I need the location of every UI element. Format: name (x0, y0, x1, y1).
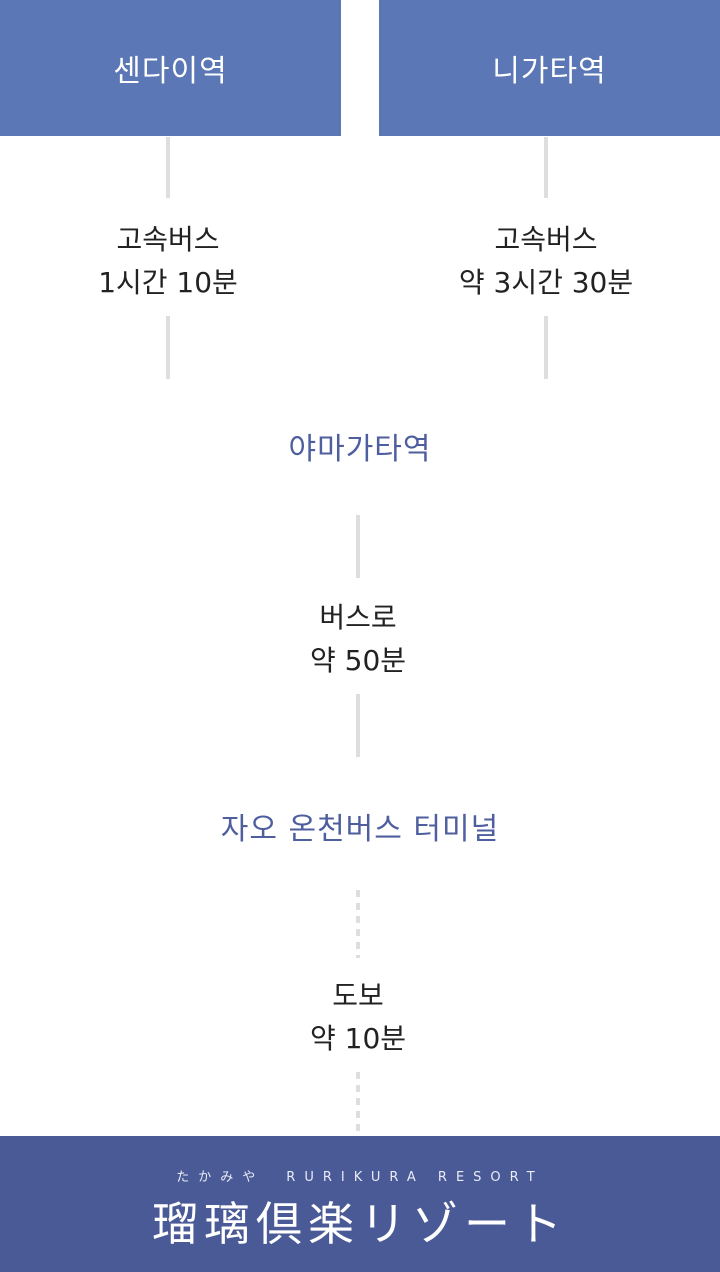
leg-walk-time: 약 10분 (309, 1022, 407, 1055)
connector-walk-top-dashed (356, 890, 360, 958)
leg-left-time: 1시간 10분 (98, 266, 238, 299)
footer-brand: たかみや RURIKURA RESORT 瑠璃倶楽リゾート (0, 1136, 720, 1272)
origin-sendai-label: 센다이역 (113, 54, 228, 89)
leg-right-mode: 고속버스 (494, 223, 598, 256)
leg-walk: 도보 약 10분 (208, 974, 508, 1060)
leg-bus-time: 약 50분 (309, 644, 407, 677)
connector-bus-top (356, 515, 360, 578)
leg-bus-mode: 버스로 (319, 601, 397, 634)
station-yamagata: 야마가타역 (288, 432, 432, 467)
origin-niigata-label: 니가타역 (492, 54, 607, 89)
connector-walk-bottom-dashed (356, 1072, 360, 1136)
leg-left: 고속버스 1시간 10분 (18, 218, 318, 304)
leg-left-mode: 고속버스 (116, 223, 220, 256)
connector-right-top (544, 137, 548, 198)
origin-sendai-station: 센다이역 (0, 0, 341, 136)
connector-left-bottom (166, 316, 170, 379)
leg-walk-mode: 도보 (332, 979, 384, 1012)
connector-bus-bottom (356, 694, 360, 757)
leg-right: 고속버스 약 3시간 30분 (396, 218, 696, 304)
leg-bus: 버스로 약 50분 (208, 596, 508, 682)
footer-logo: 瑠璃倶楽リゾート (152, 1197, 568, 1251)
leg-right-time: 약 3시간 30분 (458, 266, 634, 299)
connector-left-top (166, 137, 170, 198)
origin-niigata-station: 니가타역 (379, 0, 720, 136)
connector-right-bottom (544, 316, 548, 379)
footer-subtitle: たかみや RURIKURA RESORT (176, 1170, 544, 1185)
station-zao-bus-terminal: 자오 온천버스 터미널 (220, 812, 500, 847)
